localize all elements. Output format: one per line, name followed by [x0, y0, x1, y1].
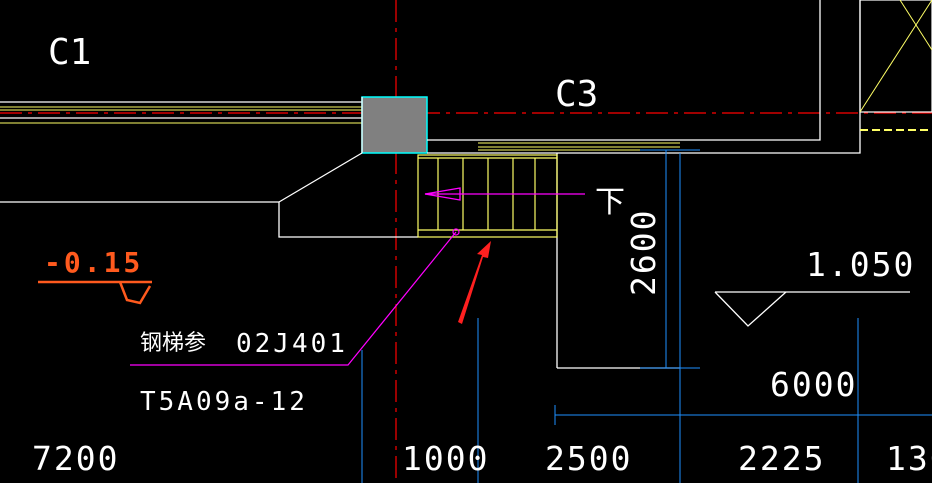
elevation-symbol-left	[38, 280, 152, 305]
left-wall-lines	[0, 101, 362, 124]
annotation-arrow	[458, 241, 491, 324]
dimension-lines	[361, 149, 932, 483]
elevation-left: -0.15	[44, 246, 143, 279]
dim-vertical-2600: 2600	[624, 209, 663, 296]
down-mark: 下	[595, 185, 625, 220]
dim-2500: 2500	[545, 439, 632, 478]
dim-1000: 1000	[402, 439, 489, 478]
stair-note-type: T5A09a-12	[140, 387, 308, 417]
dim-1300: 1300	[886, 439, 932, 478]
dim-6000: 6000	[770, 365, 857, 404]
dim-2225: 2225	[738, 439, 825, 478]
right-structure	[859, 0, 932, 131]
opening-lines	[478, 142, 680, 151]
note-leader-line	[130, 228, 460, 366]
elevation-right: 1.050	[806, 245, 915, 284]
structural-column	[361, 96, 428, 154]
grid-label-c1: C1	[48, 32, 91, 73]
landing-outline	[0, 0, 861, 369]
stair-note-code: 02J401	[236, 329, 348, 359]
elevation-symbol-right	[714, 291, 910, 327]
stair-note-cn: 钢梯参	[140, 331, 206, 356]
grid-label-c3: C3	[555, 74, 598, 115]
stair-direction-arrow	[424, 187, 585, 201]
dim-7200: 7200	[32, 439, 119, 478]
